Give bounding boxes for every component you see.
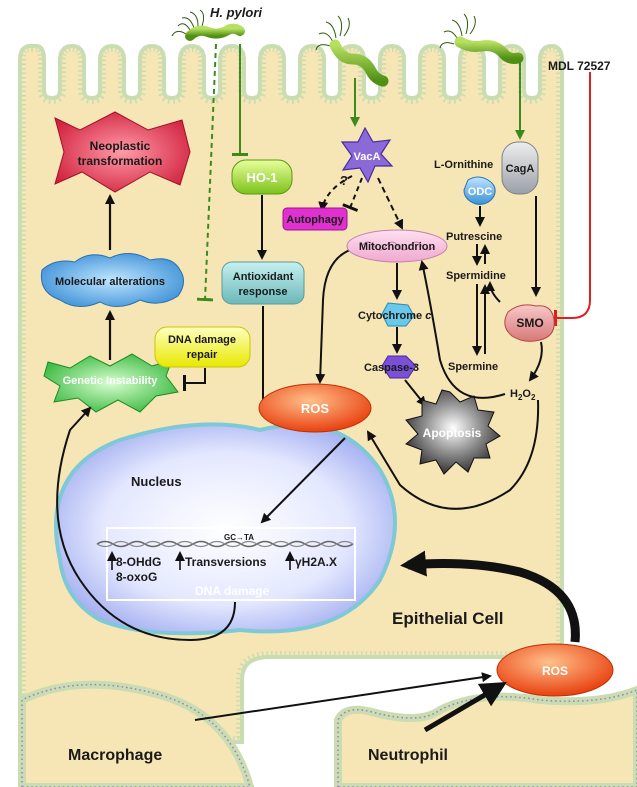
h2o2-sub-1: 2 (518, 393, 523, 402)
ho1-label: HO-1 (246, 170, 277, 185)
mdl-72527-label: MDL 72527 (548, 59, 611, 73)
ros-cell-label: ROS (301, 401, 330, 416)
mitochondrion-label: Mitochondrion (359, 241, 436, 253)
ornithine-label: L-Ornithine (434, 159, 493, 171)
nucleus: Nucleus GC→TA 8-OHdG 8-oxoG Transversion… (54, 422, 397, 636)
edge-repair-inhibits-genetic (183, 368, 206, 391)
dna-panel (106, 527, 356, 601)
dna-damage-repair-node: DNA damage repair (154, 326, 251, 368)
neutrophil: Neutrophil (334, 685, 637, 787)
edge-ros-to-dna (260, 437, 346, 524)
transversions-label: Transversions (185, 555, 267, 569)
nucleus-label: Nucleus (131, 474, 182, 489)
h2o2-sub-2: 2 (531, 393, 536, 402)
caga-label: CagA (506, 163, 535, 175)
h2o2-h: H (510, 388, 518, 400)
oxog-label: 8-oxoG (116, 570, 157, 584)
smo-label: SMO (516, 316, 543, 330)
edge-dna-to-genetic (56, 406, 236, 642)
neoplastic-transformation-node: Neoplastic transformation (54, 111, 191, 193)
odc-label: ODC (468, 186, 493, 198)
epithelial-cell-label: Epithelial Cell (392, 609, 503, 628)
caga-node: CagA (501, 141, 539, 195)
neoplastic-label-2: transformation (78, 154, 163, 168)
h-pylori-bacterium-middle (315, 15, 389, 87)
h2o2-o: O (522, 388, 531, 400)
antioxidant-response-node: Antioxidant response (221, 261, 305, 305)
autophagy-label: Autophagy (286, 214, 344, 226)
dna-damage-label: DNA damage (195, 584, 270, 598)
spermine-label: Spermine (448, 361, 498, 373)
h2o2-label: H2O2 (510, 388, 536, 402)
question-label: ? (340, 173, 348, 188)
h-pylori-bacterium-right (439, 13, 524, 64)
ros-outside-label: ROS (542, 664, 568, 678)
gc-ta-label: GC→TA (224, 533, 254, 542)
h-pylori-label: H. pylori (210, 5, 262, 20)
edge-h2o2-to-mito (418, 260, 506, 399)
caspase-label: Caspase-3 (364, 362, 419, 374)
cytochrome-c-text: c (425, 310, 431, 322)
genetic-label: Genetic Instability (63, 375, 159, 387)
edge-smo-to-h2o2 (528, 341, 543, 382)
spermidine-label: Spermidine (446, 270, 506, 282)
vaca-node: VacA (340, 126, 394, 184)
cytochrome-c-node: Cytochrome c (358, 302, 431, 327)
molecular-alterations-node: Molecular alterations (40, 253, 184, 307)
ros-outside-node: ROS (496, 643, 614, 697)
cytochrome-label: Cytochrome c (358, 310, 431, 322)
putrescine-label: Putrescine (446, 231, 502, 243)
neutrophil-label: Neutrophil (368, 747, 448, 764)
dna-repair-label-2: repair (187, 349, 218, 361)
ros-cell-node: ROS (258, 383, 372, 433)
mitochondrion-node: Mitochondrion (346, 229, 448, 263)
edge-macrophage-to-ros (194, 672, 492, 721)
h2ax-label: γH2A.X (295, 555, 337, 569)
neoplastic-label-1: Neoplastic (90, 139, 151, 153)
edge-outside-ros-to-cell (400, 550, 580, 643)
macrophage-label: Macrophage (68, 747, 162, 764)
odc-node: ODC (463, 176, 496, 205)
antioxidant-label-1: Antioxidant (233, 271, 294, 283)
smo-node: SMO (504, 304, 555, 342)
pathogen-edges (196, 43, 591, 326)
ohdg-label: 8-OHdG (116, 555, 161, 569)
antioxidant-label-2: response (239, 286, 288, 298)
genetic-instability-node: Genetic Instability (43, 353, 179, 413)
molecular-label: Molecular alterations (55, 276, 165, 288)
edge-vaca-to-autophagy (318, 175, 353, 212)
autophagy-node: Autophagy (282, 207, 348, 231)
apoptosis-label: Apoptosis (423, 426, 482, 440)
caspase-3-node: Caspase-3 (364, 355, 419, 379)
dna-repair-label-1: DNA damage (168, 334, 236, 346)
edge-h2o2-to-ros (366, 399, 540, 510)
ho1-node: HO-1 (231, 159, 293, 195)
apoptosis-node: Apoptosis (405, 389, 501, 475)
cytochrome-text: Cytochrome (358, 310, 425, 322)
edge-neutrophil-to-ros (423, 681, 507, 733)
h-pylori-bacterium-left (171, 9, 245, 41)
vaca-label: VacA (354, 151, 381, 163)
edge-smo-to-spermidine (485, 281, 501, 303)
macrophage: Macrophage (18, 680, 255, 787)
edge-mito-to-ros (315, 249, 351, 384)
